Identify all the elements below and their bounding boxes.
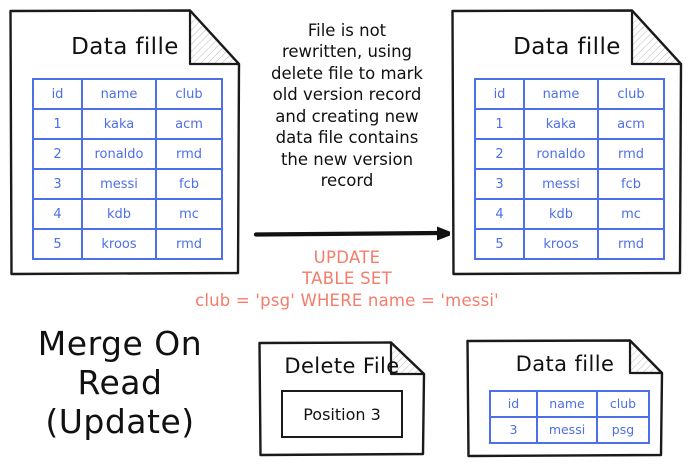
- table-header-row: id name club: [489, 390, 650, 418]
- column-header-id: id: [489, 390, 538, 418]
- table-row: 5 kroos rmd: [474, 228, 665, 260]
- note-line: and creating new: [275, 106, 419, 126]
- delete-position-box: Position 3: [281, 390, 403, 438]
- table-row: 3 messi fcb: [32, 168, 223, 200]
- page-title-line-2: Read: [77, 362, 163, 402]
- column-header-club: club: [596, 390, 650, 418]
- cell-club: acm: [155, 108, 223, 140]
- cell-id: 2: [32, 138, 83, 170]
- card-source-data-file: Data fille id name club 1 kaka acm 2: [8, 8, 242, 276]
- cell-name: kaka: [523, 108, 599, 140]
- note-line: delete file to mark: [271, 63, 423, 83]
- table-header-row: id name club: [32, 78, 223, 110]
- column-header-id: id: [474, 78, 525, 110]
- card-delete-file: Delete File Position 3: [257, 340, 427, 457]
- note-line: record: [320, 171, 374, 191]
- cell-club: fcb: [597, 168, 665, 200]
- note-line: the new version: [280, 149, 414, 169]
- table-row: 2 ronaldo rmd: [474, 138, 665, 170]
- cell-club: acm: [597, 108, 665, 140]
- column-header-club: club: [597, 78, 665, 110]
- table-row: 5 kroos rmd: [32, 228, 223, 260]
- cell-id: 3: [489, 416, 538, 444]
- card-title-new-data-file: Data fille: [515, 352, 615, 376]
- sql-line-3: club = 'psg' WHERE name = 'messi': [195, 290, 499, 310]
- cell-club: mc: [597, 198, 665, 230]
- table-row: 3 messi psg: [489, 416, 650, 444]
- table-row: 2 ronaldo rmd: [32, 138, 223, 170]
- column-header-name: name: [81, 78, 157, 110]
- rightwards-arrow-icon: [253, 226, 455, 241]
- cell-id: 5: [32, 228, 83, 260]
- cell-id: 2: [474, 138, 525, 170]
- cell-id: 3: [474, 168, 525, 200]
- table-row: 1 kaka acm: [474, 108, 665, 140]
- cell-name: kaka: [81, 108, 157, 140]
- note-line: data file contains: [275, 128, 419, 148]
- cell-club: rmd: [155, 228, 223, 260]
- note-line: old version record: [272, 85, 422, 105]
- cell-name: kdb: [523, 198, 599, 230]
- cell-id: 4: [32, 198, 83, 230]
- table-header-row: id name club: [474, 78, 665, 110]
- cell-name: messi: [523, 168, 599, 200]
- cell-id: 4: [474, 198, 525, 230]
- delete-position-label: Position 3: [303, 404, 381, 424]
- table-row: 4 kdb mc: [474, 198, 665, 230]
- cell-name: messi: [536, 416, 598, 444]
- page-title-line-1: Merge On: [37, 324, 203, 363]
- cell-id: 5: [474, 228, 525, 260]
- card-title-source: Data fille: [71, 34, 179, 60]
- column-header-name: name: [523, 78, 599, 110]
- cell-club: fcb: [155, 168, 223, 200]
- note-line: rewritten, using: [281, 42, 413, 62]
- cell-club: psg: [596, 416, 650, 444]
- page-title-line-3: (Update): [45, 401, 195, 441]
- cell-name: ronaldo: [81, 138, 157, 170]
- table-row: 4 kdb mc: [32, 198, 223, 230]
- arrow-container: [253, 222, 460, 246]
- card-title-result: Data fille: [513, 34, 621, 60]
- cell-id: 1: [474, 108, 525, 140]
- cell-club: rmd: [597, 138, 665, 170]
- card-result-data-file: Data fille id name club 1 kaka acm 2: [450, 8, 684, 276]
- table-result-data: id name club 1 kaka acm 2 ronaldo rmd: [474, 78, 665, 260]
- cell-name: kdb: [81, 198, 157, 230]
- cell-id: 3: [32, 168, 83, 200]
- sql-statement: UPDATE TABLE SET club = 'psg' WHERE name…: [161, 247, 533, 311]
- table-row: 1 kaka acm: [32, 108, 223, 140]
- cell-name: kroos: [81, 228, 157, 260]
- table-source-data: id name club 1 kaka acm 2 ronaldo rmd: [32, 78, 223, 260]
- table-row: 3 messi fcb: [474, 168, 665, 200]
- explanation-note: File is not rewritten, using delete file…: [254, 20, 440, 192]
- table-new-data: id name club 3 messi psg: [489, 390, 650, 444]
- cell-id: 1: [32, 108, 83, 140]
- note-line: File is not: [307, 21, 387, 40]
- sql-line-1: UPDATE: [313, 248, 381, 267]
- column-header-club: club: [155, 78, 223, 110]
- card-new-data-file: Data fille id name club 3 messi psg: [465, 338, 665, 458]
- cell-club: rmd: [155, 138, 223, 170]
- cell-name: ronaldo: [523, 138, 599, 170]
- cell-club: mc: [155, 198, 223, 230]
- cell-name: kroos: [523, 228, 599, 260]
- column-header-id: id: [32, 78, 83, 110]
- cell-club: rmd: [597, 228, 665, 260]
- page-title: Merge On Read (Update): [6, 324, 234, 442]
- sql-line-2: TABLE SET: [302, 269, 392, 289]
- card-title-delete-file: Delete File: [284, 354, 400, 378]
- cell-name: messi: [81, 168, 157, 200]
- column-header-name: name: [536, 390, 598, 418]
